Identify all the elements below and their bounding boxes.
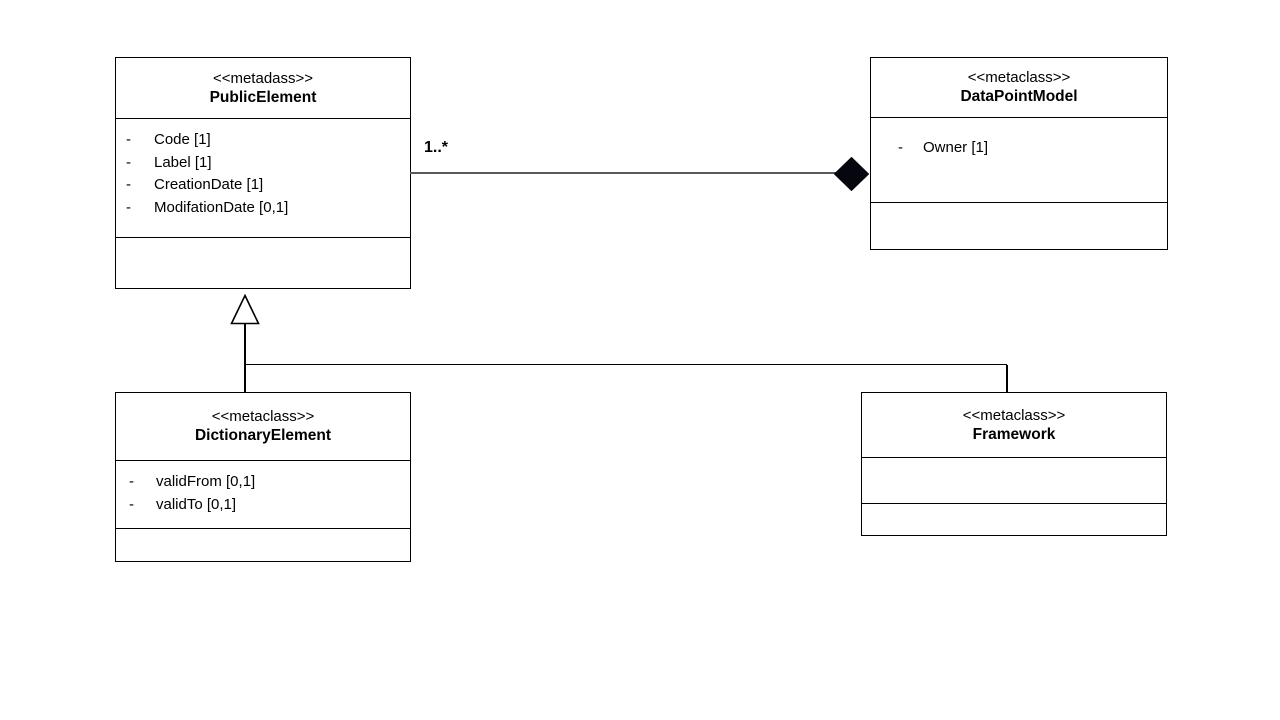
visibility-marker: -: [126, 153, 131, 171]
operations-compartment: [116, 237, 410, 288]
visibility-marker: -: [129, 496, 134, 513]
generalization-triangle-icon: [230, 294, 260, 325]
visibility-marker: -: [126, 198, 131, 216]
attribute-label: Label [1]: [154, 153, 212, 171]
attribute-row: - Owner [1]: [898, 137, 1163, 159]
stereotype-label: <<metaclass>>: [211, 408, 315, 425]
stereotype-label: <<metaclass>>: [967, 69, 1071, 86]
visibility-marker: -: [898, 139, 903, 156]
attribute-row: - Code [1]: [126, 129, 406, 152]
generalization-connector-left: [244, 323, 246, 392]
attributes-compartment: - validFrom [0,1] - validTo [0,1]: [116, 460, 410, 528]
attribute-label: Owner [1]: [923, 139, 989, 156]
class-name: PublicElement: [209, 88, 317, 106]
operations-compartment: [116, 528, 410, 561]
attribute-label: Code [1]: [154, 131, 211, 148]
visibility-marker: -: [126, 131, 131, 148]
operations-compartment: [871, 202, 1167, 249]
attribute-label: CreationDate [1]: [154, 176, 264, 193]
generalization-connector-horizontal: [244, 364, 1007, 366]
attribute-row: - CreationDate [1]: [126, 174, 406, 197]
composition-line: [410, 172, 836, 174]
attribute-row: - Label [1]: [126, 152, 406, 175]
attributes-compartment: [862, 457, 1166, 503]
visibility-marker: -: [129, 473, 134, 490]
attribute-row: - validFrom [0,1]: [129, 470, 406, 493]
class-name: Framework: [972, 425, 1056, 443]
stereotype-label: <<metadass>>: [212, 69, 314, 87]
attribute-row: - ModifationDate [0,1]: [126, 197, 406, 220]
operations-compartment: [862, 503, 1166, 535]
attribute-label: ModifationDate [0,1]: [154, 198, 289, 216]
attribute-label: validTo [0,1]: [156, 496, 237, 513]
class-header: <<metadass>> PublicElement: [116, 58, 410, 118]
composition-diamond-icon: [834, 157, 869, 191]
class-header: <<metaclass>> DictionaryElement: [116, 393, 410, 460]
multiplicity-label: 1..*: [424, 139, 449, 156]
attribute-label: validFrom [0,1]: [156, 473, 256, 490]
attributes-compartment: - Owner [1]: [871, 117, 1167, 202]
stereotype-label: <<metaclass>>: [962, 406, 1066, 424]
class-header: <<metaclass>> DataPointModel: [871, 58, 1167, 117]
class-box-public-element: <<metadass>> PublicElement - Code [1] - …: [115, 57, 411, 289]
class-name: DataPointModel: [960, 88, 1078, 105]
class-name: DictionaryElement: [194, 427, 332, 444]
generalization-connector-right: [1006, 365, 1008, 393]
class-box-dictionary-element: <<metaclass>> DictionaryElement - validF…: [115, 392, 411, 562]
attribute-row: - validTo [0,1]: [129, 493, 406, 516]
class-header: <<metaclass>> Framework: [862, 393, 1166, 457]
visibility-marker: -: [126, 176, 131, 193]
class-box-data-point-model: <<metaclass>> DataPointModel - Owner [1]: [870, 57, 1168, 250]
class-box-framework: <<metaclass>> Framework: [861, 392, 1167, 536]
attributes-compartment: - Code [1] - Label [1] - CreationDate [1…: [116, 118, 410, 237]
